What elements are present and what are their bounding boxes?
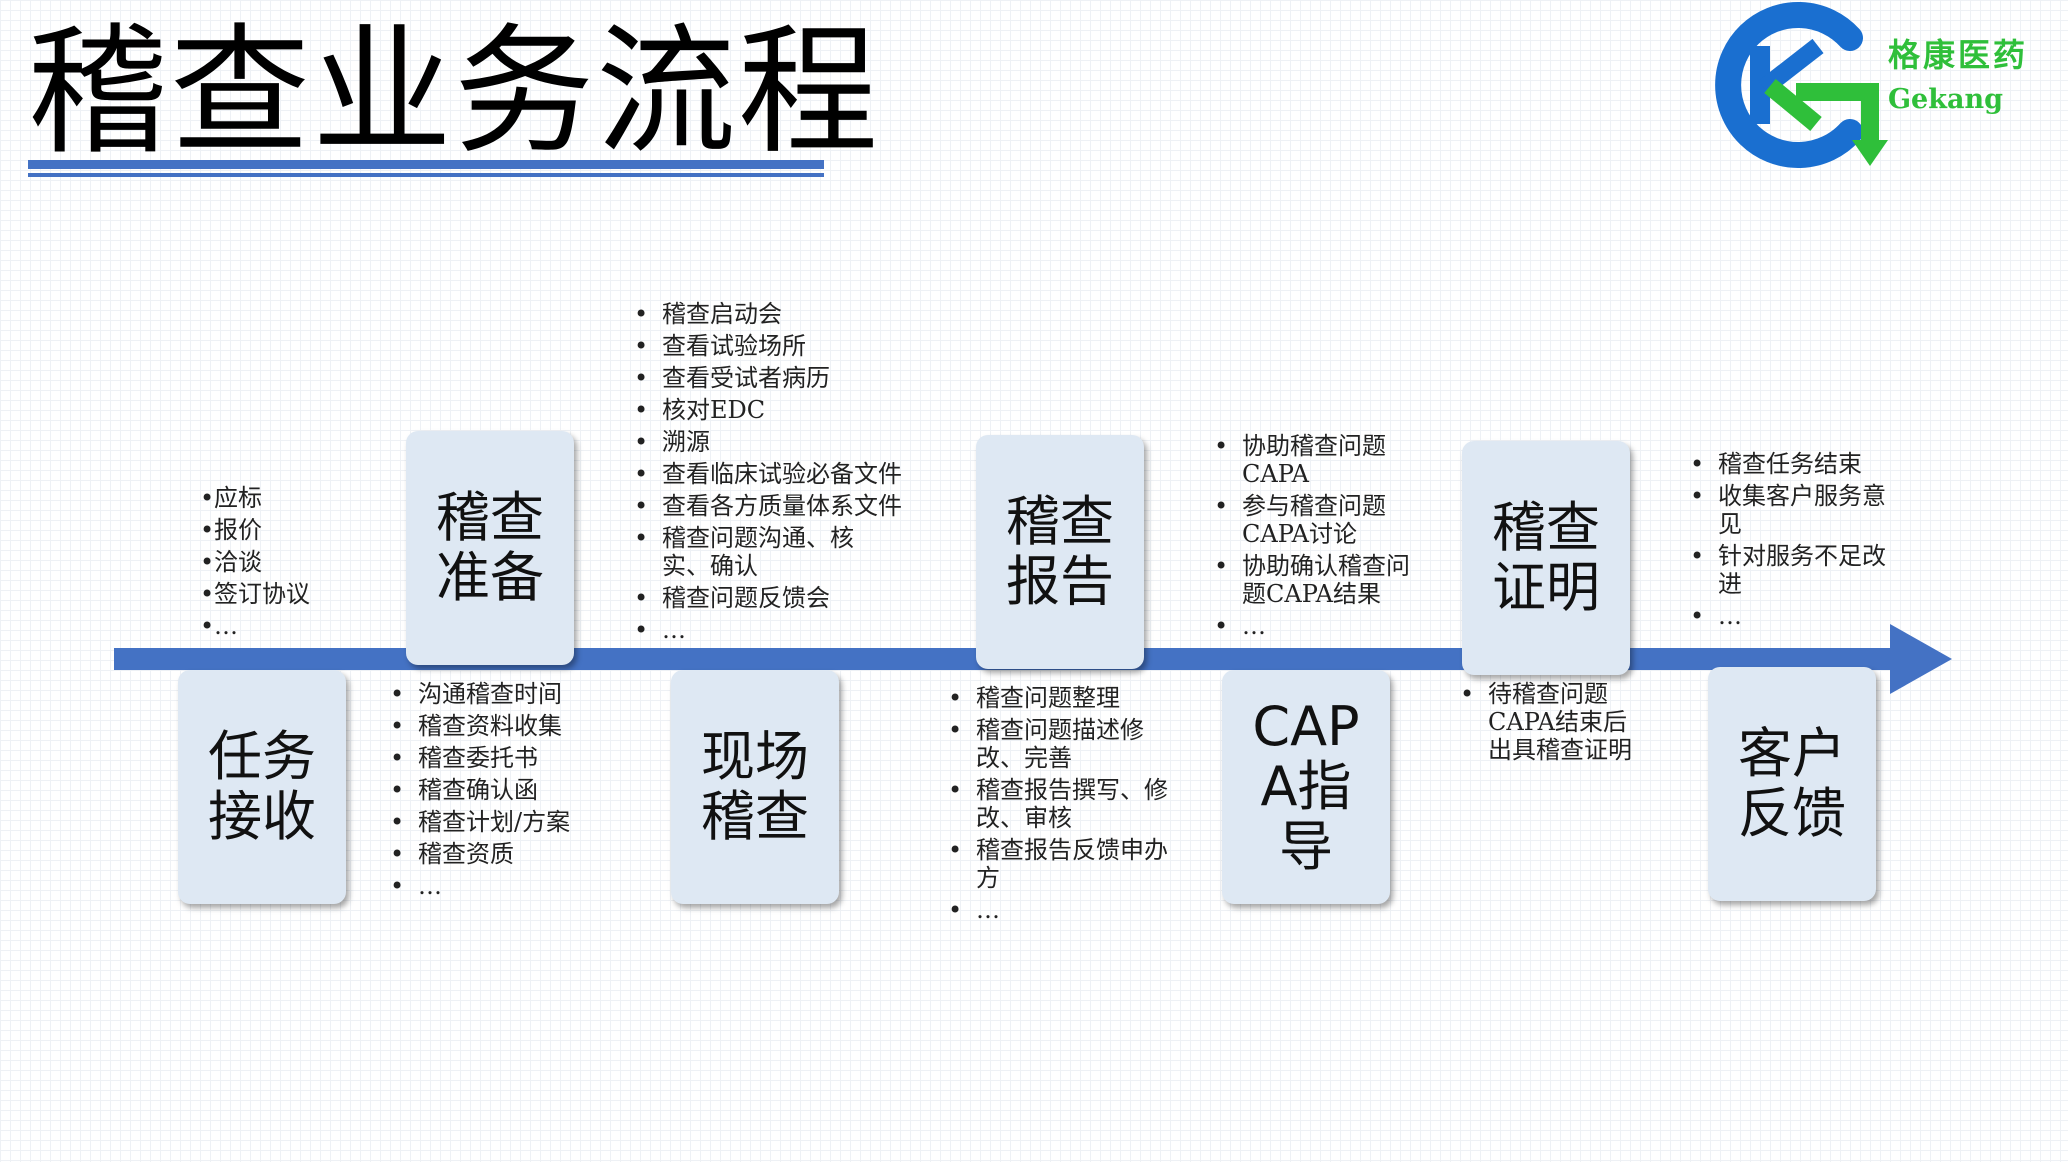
list-item: 沟通稽查时间	[390, 680, 630, 708]
list-item: …	[200, 612, 360, 640]
list-item: …	[390, 872, 630, 900]
title-underline	[28, 160, 824, 169]
stage-label: 客户反馈	[1738, 722, 1846, 845]
notes-audit-certificate: 待稽查问题CAPA结束后出具稽查证明	[1460, 680, 1644, 768]
list-item: 协助确认稽查问题CAPA结果	[1214, 552, 1414, 608]
gekang-logo-mark-icon	[1715, 2, 1888, 168]
list-item: …	[634, 616, 934, 644]
stage-label: 任务接收	[208, 725, 316, 848]
list-item: 稽查资料收集	[390, 712, 630, 740]
list-item: 稽查资质	[390, 840, 630, 868]
list-item: 针对服务不足改进	[1690, 542, 1890, 598]
company-logo: 格康医药 Gekang	[1700, 0, 2040, 170]
logo-name-cn: 格康医药	[1888, 36, 2029, 74]
list-item: 待稽查问题CAPA结束后出具稽查证明	[1460, 680, 1644, 764]
list-item: 稽查启动会	[634, 300, 934, 328]
stage-audit-certificate: 稽查证明	[1462, 441, 1630, 675]
notes-onsite-audit: 稽查启动会 查看试验场所 查看受试者病历 核对EDC 溯源 查看临床试验必备文件…	[634, 300, 934, 648]
list-item: 稽查确认函	[390, 776, 630, 804]
list-item: …	[948, 896, 1178, 924]
stage-label: 稽查报告	[1006, 490, 1114, 613]
list-item: 稽查问题整理	[948, 684, 1178, 712]
list-item: …	[1214, 612, 1414, 640]
list-item: 溯源	[634, 428, 934, 456]
list-item: 收集客户服务意见	[1690, 482, 1890, 538]
stage-onsite-audit: 现场稽查	[671, 670, 839, 904]
list-item: 报价	[200, 516, 360, 544]
list-item: 稽查委托书	[390, 744, 630, 772]
notes-task-receipt: 应标 报价 洽谈 签订协议 …	[200, 484, 360, 644]
list-item: 稽查问题描述修改、完善	[948, 716, 1178, 772]
list-item: 稽查计划/方案	[390, 808, 630, 836]
stage-label: 稽查证明	[1492, 496, 1600, 619]
list-item: 洽谈	[200, 548, 360, 576]
list-item: 应标	[200, 484, 360, 512]
stage-label: CAPA指导	[1252, 695, 1360, 878]
notes-capa-guidance: 协助稽查问题CAPA 参与稽查问题CAPA讨论 协助确认稽查问题CAPA结果 …	[1214, 432, 1414, 644]
list-item: 稽查问题沟通、核实、确认	[634, 524, 892, 580]
logo-name-en: Gekang	[1888, 84, 2003, 115]
notes-audit-report: 稽查问题整理 稽查问题描述修改、完善 稽查报告撰写、修改、审核 稽查报告反馈申办…	[948, 684, 1178, 928]
stage-customer-feedback: 客户反馈	[1708, 667, 1876, 901]
stage-label: 稽查准备	[436, 486, 544, 609]
stage-audit-preparation: 稽查准备	[406, 431, 574, 665]
list-item: 稽查报告撰写、修改、审核	[948, 776, 1178, 832]
list-item: 稽查问题反馈会	[634, 584, 934, 612]
list-item: 查看受试者病历	[634, 364, 934, 392]
timeline-arrowhead	[1890, 624, 1952, 694]
list-item: 稽查报告反馈申办方	[948, 836, 1178, 892]
notes-audit-preparation: 沟通稽查时间 稽查资料收集 稽查委托书 稽查确认函 稽查计划/方案 稽查资质 …	[390, 680, 630, 904]
list-item: 核对EDC	[634, 396, 934, 424]
list-item: 稽查任务结束	[1690, 450, 1890, 478]
list-item: 查看各方质量体系文件	[634, 492, 934, 520]
list-item: 签订协议	[200, 580, 360, 608]
list-item: 查看试验场所	[634, 332, 934, 360]
stage-audit-report: 稽查报告	[976, 435, 1144, 669]
list-item: 查看临床试验必备文件	[634, 460, 934, 488]
stage-task-receipt: 任务接收	[178, 670, 346, 904]
notes-customer-feedback: 稽查任务结束 收集客户服务意见 针对服务不足改进 …	[1690, 450, 1890, 634]
stage-capa-guidance: CAPA指导	[1222, 670, 1390, 904]
stage-label: 现场稽查	[701, 725, 809, 848]
page-title: 稽查业务流程	[28, 11, 881, 174]
list-item: 参与稽查问题CAPA讨论	[1214, 492, 1414, 548]
title-underline-thin	[28, 173, 824, 177]
list-item: …	[1690, 602, 1890, 630]
list-item: 协助稽查问题CAPA	[1214, 432, 1414, 488]
